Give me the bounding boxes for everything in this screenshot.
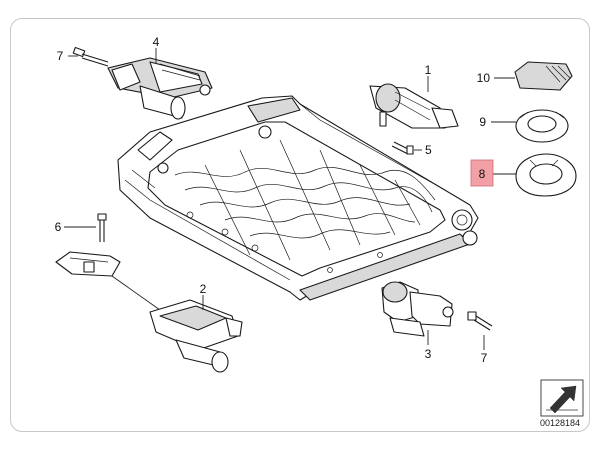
cable-bracket <box>55 251 121 277</box>
retaining-ring-8 <box>515 153 577 197</box>
callout-6: 6 <box>55 220 62 234</box>
seat-fore-aft-motor <box>381 281 454 337</box>
callout-8-highlight <box>470 159 494 187</box>
screw-7-top <box>72 46 109 67</box>
ring-with-tabs-9 <box>515 109 569 143</box>
callout-9: 9 <box>479 115 486 129</box>
callout-7-bottom: 7 <box>481 351 488 365</box>
cable <box>111 275 161 311</box>
cover-cap-10 <box>514 61 573 91</box>
screw-6 <box>97 213 107 242</box>
seat-height-motor <box>369 83 459 129</box>
callout-2: 2 <box>200 282 207 296</box>
reference-number: 00128184 <box>540 418 581 428</box>
callout-4: 4 <box>153 35 160 49</box>
arrow-direction-icon <box>540 379 584 417</box>
seat-frame <box>117 95 479 301</box>
callout-10: 10 <box>477 71 491 85</box>
screw-5 <box>391 141 414 155</box>
callout-labels: 1 2 3 4 5 6 7 7 8 9 10 <box>55 35 491 365</box>
screw-7-bottom <box>467 311 493 331</box>
callout-1: 1 <box>425 63 432 77</box>
callout-5: 5 <box>425 143 432 157</box>
leader-lines <box>64 48 516 350</box>
seat-depth-motor <box>107 57 213 120</box>
seat-tilt-motor-with-cable <box>149 299 243 373</box>
callout-8: 8 <box>479 167 486 181</box>
callout-3: 3 <box>425 347 432 361</box>
callout-7-top: 7 <box>57 49 64 63</box>
